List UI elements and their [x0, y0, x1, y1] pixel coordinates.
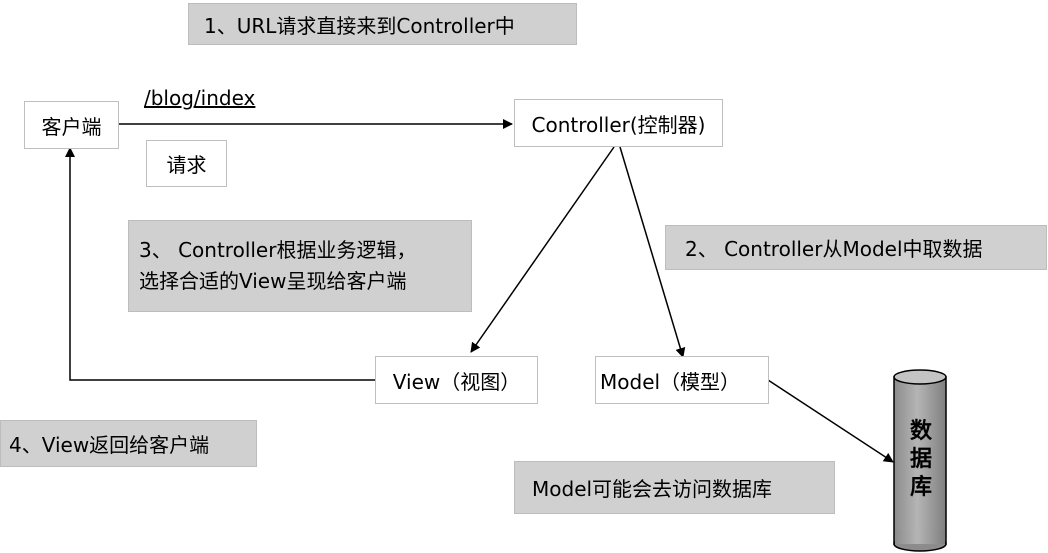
note-step3-line1: 3、 Controller根据业务逻辑，	[139, 238, 417, 262]
request-label: 请求	[166, 153, 207, 177]
database-char-3: 库	[909, 475, 932, 500]
arrow-model-to-database	[767, 379, 894, 463]
view-node: View（视图）	[375, 356, 538, 404]
note-step2: 2、 Controller从Model中取数据	[665, 225, 1047, 270]
database-char-2: 据	[909, 447, 932, 472]
request-box: 请求	[146, 140, 227, 187]
database-label: 数 据 库	[903, 418, 939, 502]
note-db-access-text: Model可能会去访问数据库	[532, 477, 773, 501]
note-step4-text: 4、View返回给客户端	[9, 433, 210, 457]
note-step3: 3、 Controller根据业务逻辑， 选择合适的View呈现给客户端	[128, 220, 472, 312]
arrow-controller-to-view	[470, 146, 615, 353]
client-node: 客户端	[24, 101, 119, 149]
model-node: Model（模型）	[595, 356, 769, 404]
note-step4: 4、View返回给客户端	[0, 420, 257, 467]
model-label: Model（模型）	[600, 369, 741, 394]
controller-label: Controller(控制器)	[531, 112, 706, 137]
note-db-access: Model可能会去访问数据库	[514, 461, 835, 514]
arrow-view-to-client	[65, 147, 375, 381]
controller-node: Controller(控制器)	[514, 99, 723, 147]
arrow-controller-to-model	[619, 146, 686, 358]
view-label: View（视图）	[392, 369, 521, 394]
note-step1: 1、URL请求直接来到Controller中	[188, 3, 577, 45]
client-label: 客户端	[41, 114, 102, 139]
note-step2-text: 2、 Controller从Model中取数据	[685, 237, 983, 261]
database-char-1: 数	[909, 419, 932, 444]
url-label: /blog/index	[144, 86, 256, 110]
note-step3-line2: 选择合适的View呈现给客户端	[139, 269, 407, 293]
database-cylinder	[893, 369, 947, 552]
note-step1-text: 1、URL请求直接来到Controller中	[204, 13, 515, 38]
